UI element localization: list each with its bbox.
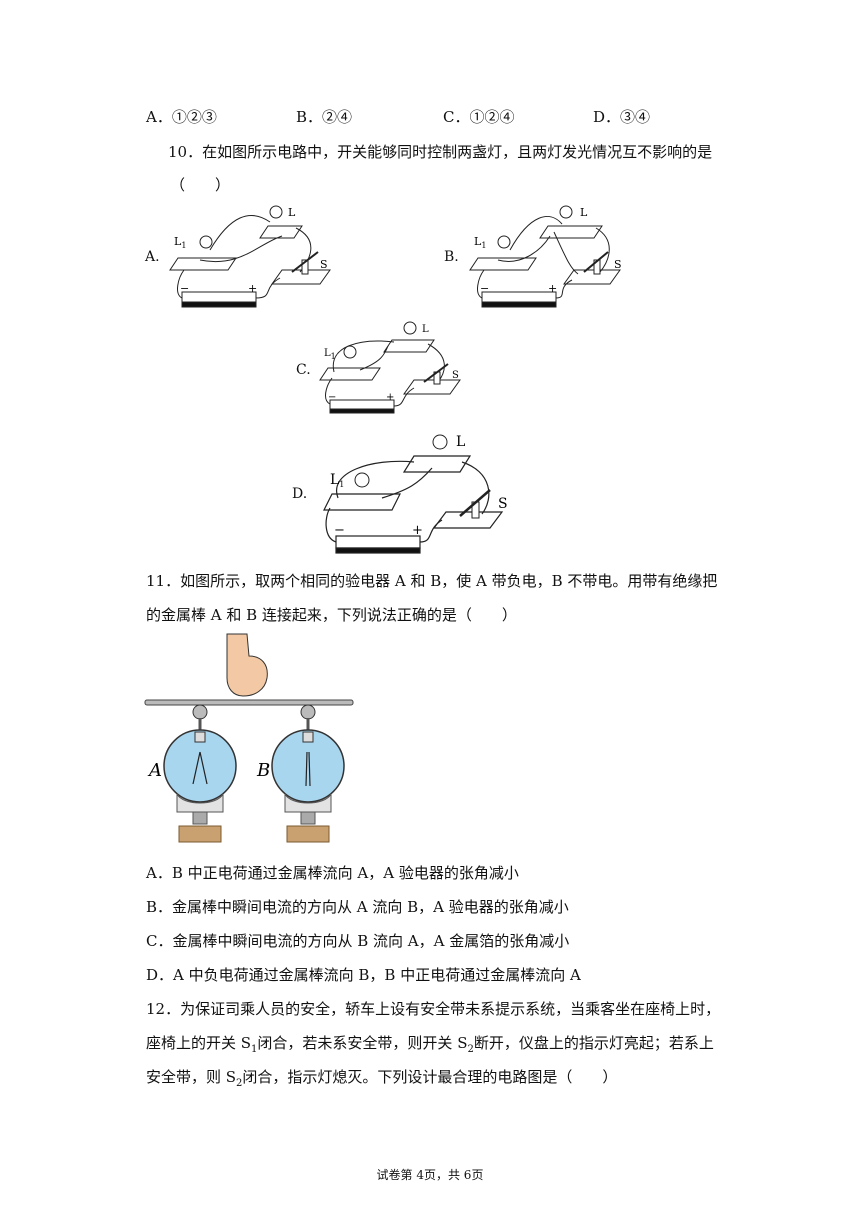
circuit-label-l1: L1 (330, 472, 344, 489)
circuit-label-l: L (456, 434, 465, 450)
circuit-diagram-a: L1 L S − + (169, 205, 331, 308)
q11-option-d: D．A 中负电荷通过金属棒流向 B，B 中正电荷通过金属棒流向 A (146, 966, 581, 984)
circuit-label-s: S (320, 258, 328, 271)
q11-stem-line1: 11．如图所示，取两个相同的验电器 A 和 B，使 A 带负电，B 不带电。用带… (146, 572, 718, 590)
q9-option-d: D．③④ (593, 106, 650, 127)
circuit-label-l1: L1 (324, 348, 336, 361)
q10-label-c: C. (296, 362, 311, 378)
circuit-label-l1-sub: 1 (481, 241, 486, 250)
option-text: ①②④ (469, 108, 515, 126)
circuit-label-l1: L1 (474, 235, 486, 250)
q10-label-b: B. (444, 249, 459, 265)
q12-line1: 12．为保证司乘人员的安全，轿车上设有安全带未系提示系统，当乘客坐在座椅上时， (146, 1000, 721, 1018)
page-footer: 试卷第 4页，共 6页 (376, 1168, 484, 1182)
circuit-label-minus: − (334, 523, 345, 538)
q11-option-a: A．B 中正电荷通过金属棒流向 A，A 验电器的张角减小 (146, 864, 519, 882)
circuit-label-minus: − (328, 392, 336, 403)
q12-line3: 安全带，则 S2闭合，指示灯熄灭。下列设计最合理的电路图是（ ） (146, 1066, 617, 1089)
electroscope-figure: A B (144, 633, 354, 843)
circuit-label-minus: − (480, 282, 489, 295)
q12-text: 断开，仪盘上的指示灯亮起；若系上 (473, 1034, 714, 1052)
q11-stem-line2: 的金属棒 A 和 B 连接起来，下列说法正确的是（ ） (146, 606, 517, 624)
metal-rod (144, 699, 354, 706)
option-letter: A． (146, 108, 172, 126)
q12-sub: 2 (236, 1078, 243, 1089)
q12-text: 安全带，则 S (146, 1068, 237, 1086)
q10-paren: （ ） (170, 176, 231, 194)
q10-stem: 10．在如图所示电路中，开关能够同时控制两盏灯，且两灯发光情况互不影响的是 (168, 143, 713, 161)
circuit-label-s: S (498, 496, 508, 512)
circuit-diagram-b: L1 L S − + (469, 205, 622, 308)
option-text: ①②③ (171, 108, 217, 126)
circuit-diagram-c: L1 L S − + (319, 321, 461, 414)
option-letter: C． (443, 108, 470, 126)
circuit-label-l: L (580, 206, 588, 219)
electroscope-label-a: A (147, 760, 162, 781)
q12-sub: 2 (467, 1044, 474, 1055)
circuit-label-plus: + (412, 523, 423, 538)
option-text: ②④ (322, 108, 353, 126)
q11-option-c: C．金属棒中瞬间电流的方向从 B 流向 A，A 金属箔的张角减小 (146, 932, 570, 950)
electroscope-label-b: B (256, 760, 270, 781)
option-text: ③④ (620, 108, 651, 126)
electroscope-b (271, 704, 345, 843)
circuit-label-plus: + (386, 392, 394, 403)
option-letter: B． (296, 108, 323, 126)
hand-illustration (226, 633, 268, 697)
q12-sub: 1 (251, 1044, 258, 1055)
q10-label-d: D. (292, 486, 308, 502)
circuit-label-l: L (422, 324, 429, 335)
circuit-label-plus: + (548, 282, 557, 295)
circuit-label-l1: L1 (174, 235, 186, 250)
circuit-diagram-d: L1 L S − + (323, 434, 508, 554)
circuit-label-l1-sub: 1 (331, 352, 336, 361)
circuit-label-minus: − (180, 282, 189, 295)
q10-label-a: A. (145, 249, 160, 265)
circuit-label-l: L (288, 206, 296, 219)
q12-line2: 座椅上的开关 S1闭合，若未系安全带，则开关 S2断开，仪盘上的指示灯亮起；若系… (146, 1032, 714, 1055)
circuit-label-plus: + (248, 282, 257, 295)
q9-option-c: C．①②④ (443, 106, 515, 127)
option-letter: D． (593, 108, 621, 126)
electroscope-a (163, 704, 237, 843)
q9-option-a: A．①②③ (146, 106, 217, 127)
circuit-label-s: S (614, 258, 622, 271)
q12-text: 座椅上的开关 S (146, 1034, 252, 1052)
q12-text: 闭合，若未系安全带，则开关 S (257, 1034, 468, 1052)
circuit-label-l1-sub: 1 (181, 241, 186, 250)
q9-option-b: B．②④ (296, 106, 352, 127)
q11-option-b: B．金属棒中瞬间电流的方向从 A 流向 B，A 验电器的张角减小 (146, 898, 569, 916)
circuit-label-l1-sub: 1 (339, 480, 344, 489)
q12-text: 闭合，指示灯熄灭。下列设计最合理的电路图是（ ） (242, 1068, 618, 1086)
circuit-label-s: S (452, 370, 459, 381)
